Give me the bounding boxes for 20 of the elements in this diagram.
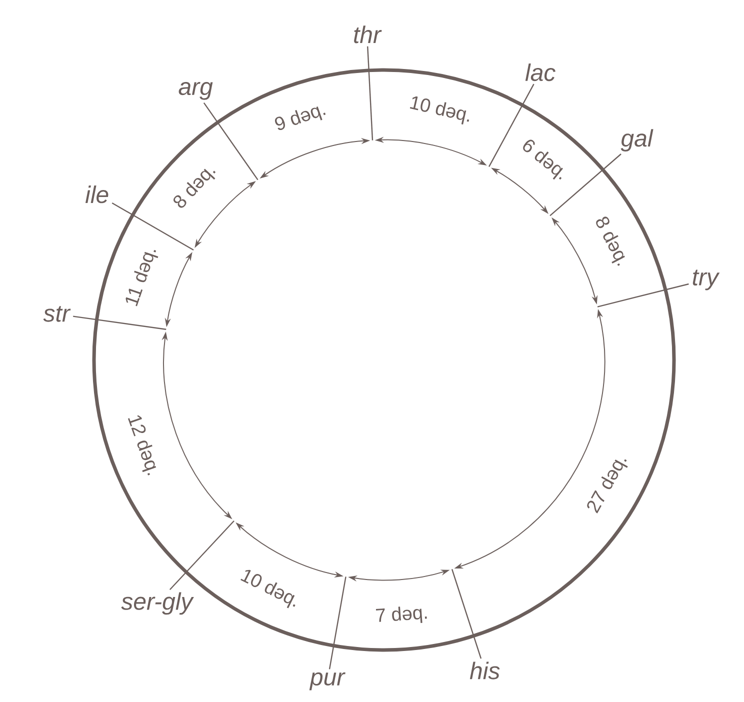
gene-label: try (692, 270, 720, 290)
gene-label: ser-gly (121, 592, 194, 615)
duration-label: 9 dəq. (274, 106, 326, 130)
gene-label: pur (309, 672, 346, 690)
duration-label: 11 dəq. (126, 250, 158, 306)
gene-label: lac (525, 63, 556, 82)
gene-label: gal (620, 129, 654, 152)
duration-label: 8 dəq. (174, 168, 216, 208)
gene-label: arg (178, 82, 213, 100)
duration-label: 10 dəq. (410, 96, 470, 124)
duration-label: 7 dəq. (376, 606, 427, 623)
gene-label: ile (85, 186, 108, 204)
duration-label: 10 dəq. (240, 570, 296, 608)
gene-label: his (470, 662, 500, 680)
duration-label: 6 dəq. (523, 140, 563, 180)
gene-label: str (43, 306, 71, 322)
duration-label: 12 dəq. (128, 415, 156, 476)
gene-label: thr (354, 26, 382, 44)
duration-label: 8 dəq. (596, 216, 625, 266)
duration-label: 27 dəq. (587, 459, 628, 514)
